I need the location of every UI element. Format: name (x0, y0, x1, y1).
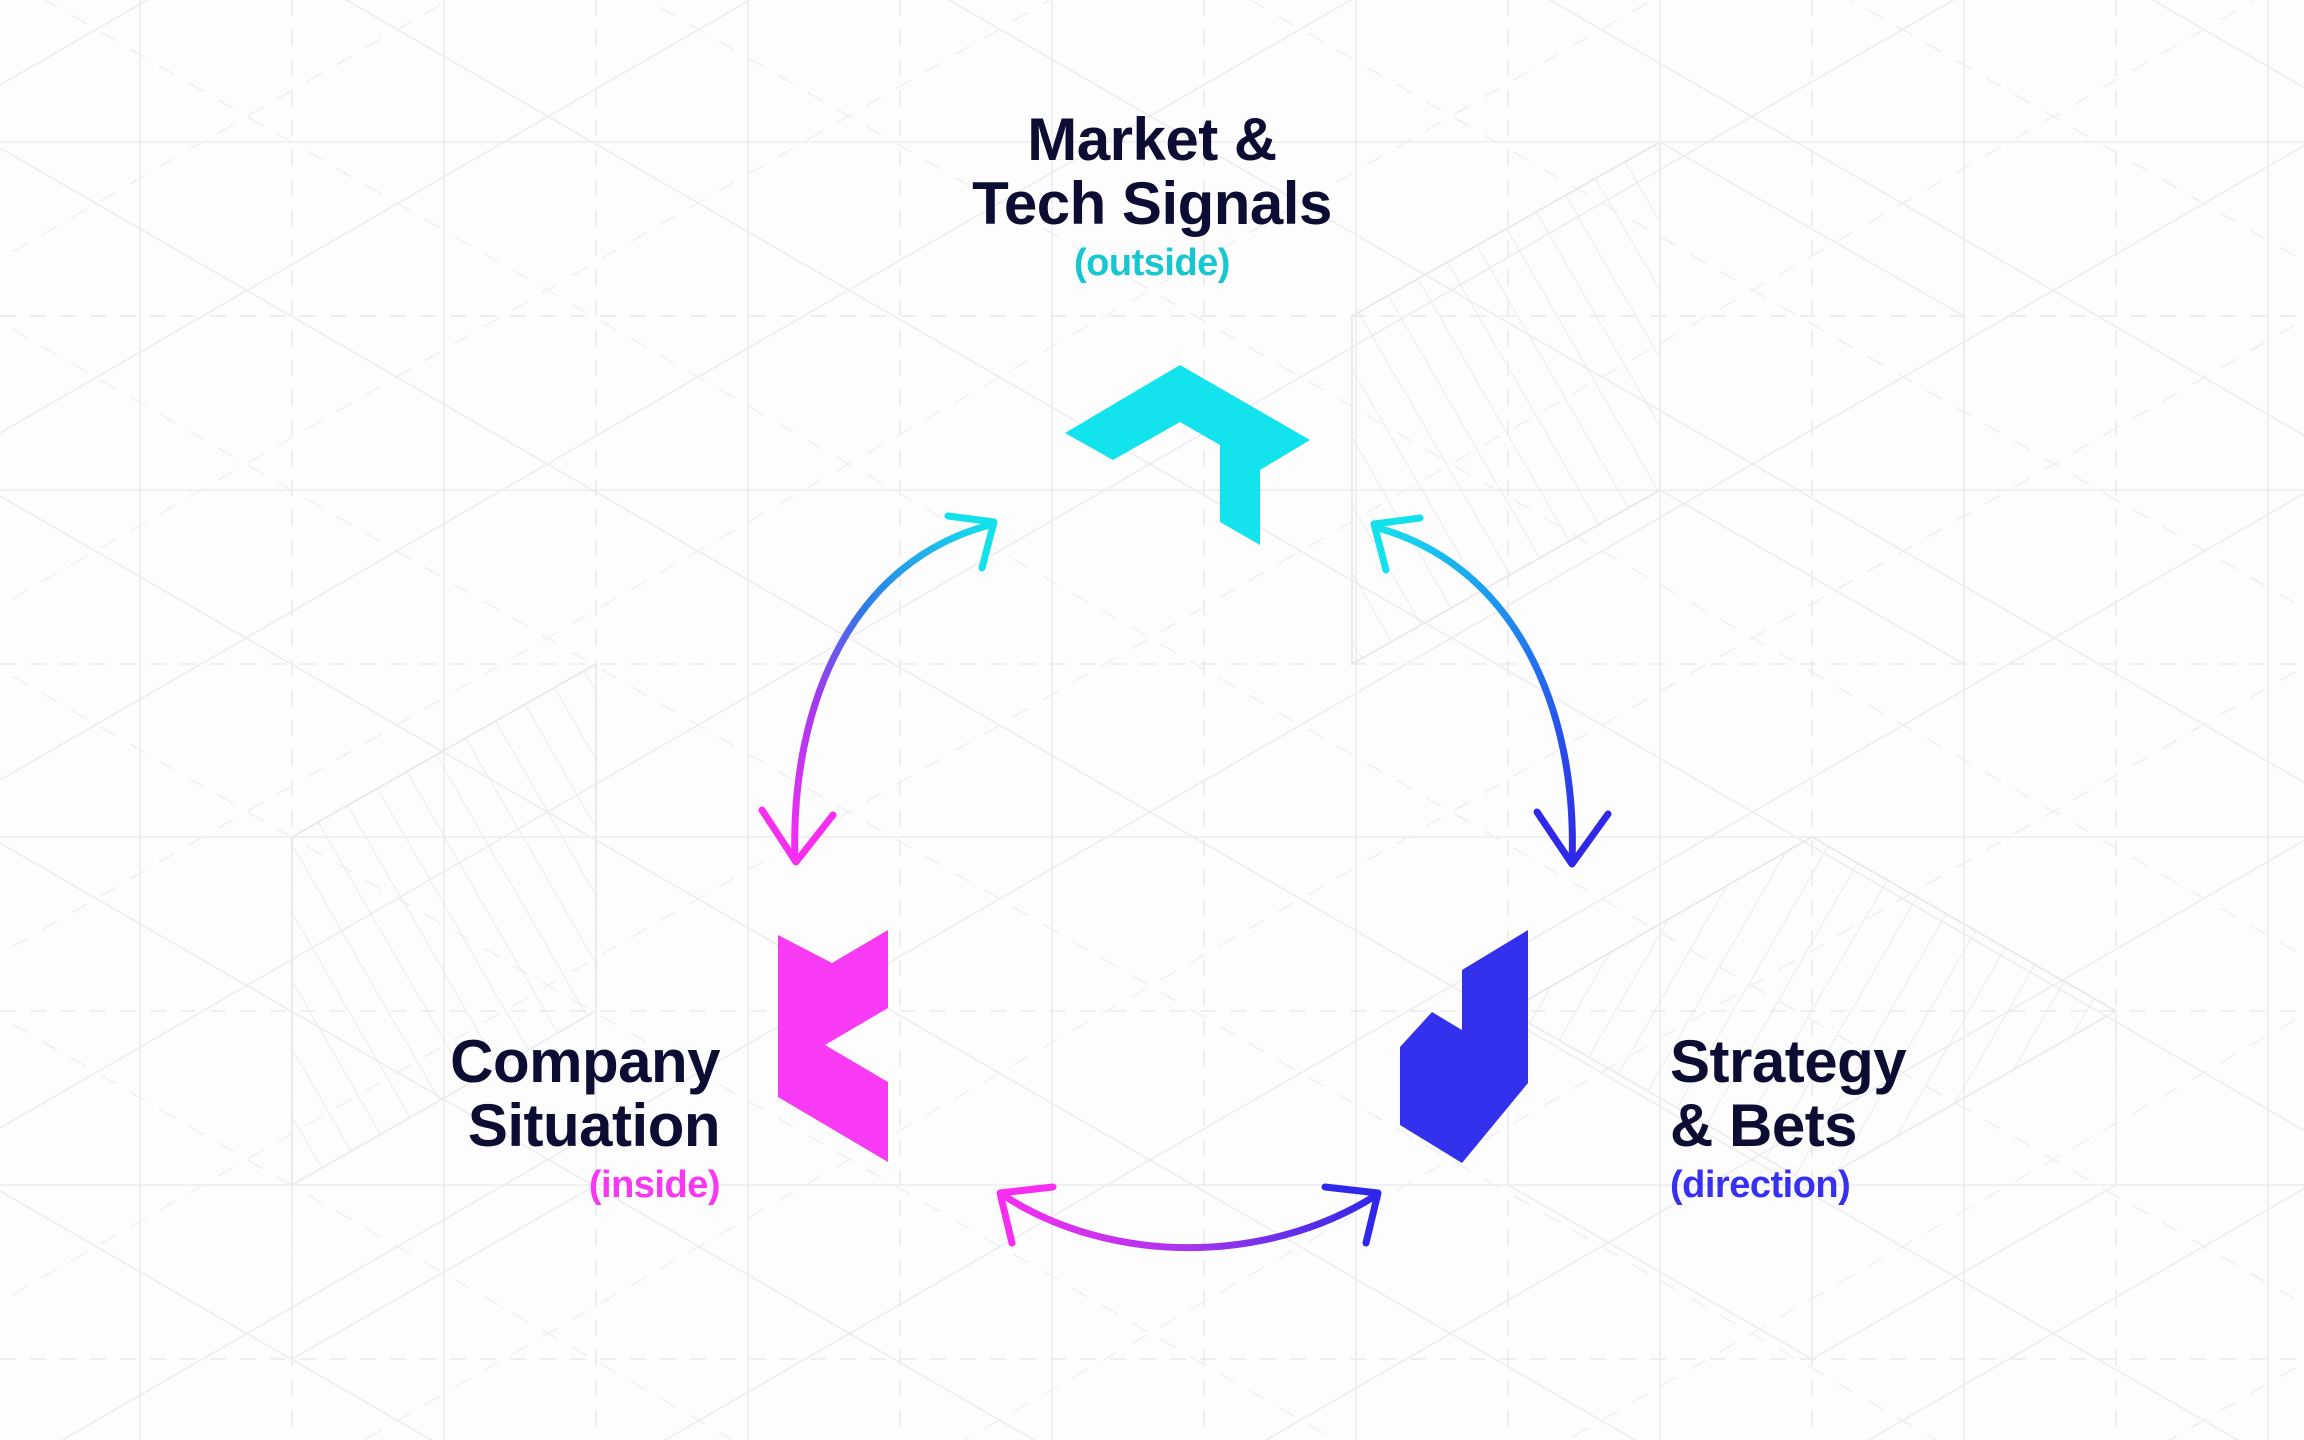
isometric-chevron-up-icon (1045, 355, 1315, 555)
connector-situation-strategy (996, 1183, 1382, 1252)
connector-signals-strategy (1370, 514, 1612, 868)
connector-signals-situation (758, 512, 998, 866)
isometric-chevron-down-right-icon (1390, 925, 1540, 1165)
hatched-plane-left (291, 662, 597, 1361)
node-label-company-situation: Company Situation (inside) (250, 1030, 720, 1209)
node-label-market-tech-signals: Market & Tech Signals (outside) (0, 108, 2304, 287)
node-subtitle-company-situation: (inside) (588, 1164, 721, 1207)
node-subtitle-market-tech-signals: (outside) (1074, 242, 1230, 285)
node-title-market-tech-signals: Market & Tech Signals (972, 106, 1332, 237)
node-subtitle-strategy-bets: (direction) (1670, 1164, 1851, 1207)
node-title-strategy-bets: Strategy & Bets (1670, 1028, 1907, 1159)
isometric-chevron-left-icon (770, 925, 890, 1165)
node-title-company-situation: Company Situation (450, 1028, 720, 1159)
node-label-strategy-bets: Strategy & Bets (direction) (1670, 1030, 2190, 1209)
